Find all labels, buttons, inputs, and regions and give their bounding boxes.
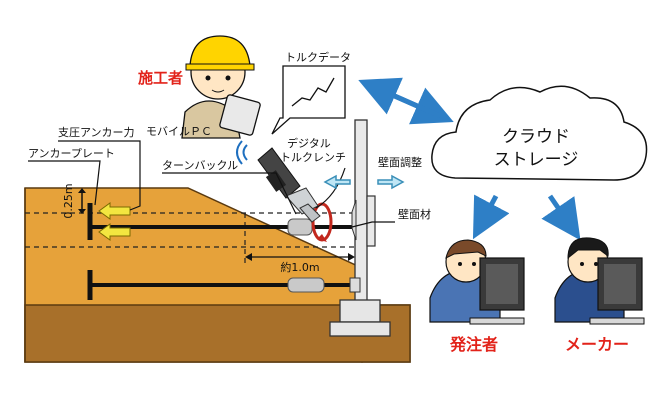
torque-wrench-icon <box>257 147 321 223</box>
torque-wrench-label: トルクレンチ <box>280 151 346 164</box>
contractor-label: 施工者 <box>138 69 183 87</box>
maker-avatar <box>554 237 645 325</box>
dashed-guides <box>25 212 355 265</box>
torque-data-label: トルクデータ <box>285 50 351 64</box>
turnbuckle-rotation-icon <box>311 202 333 242</box>
client-avatar <box>429 239 525 325</box>
wall-adjust-arrows <box>323 174 405 190</box>
anchor-force-arrows <box>98 202 131 241</box>
wall-panel <box>329 119 391 337</box>
wrench-pointer <box>315 167 346 209</box>
turnbuckle-label: ターンバックル <box>162 159 238 172</box>
data-flow-arrows <box>358 77 581 241</box>
cloud-storage <box>431 85 648 181</box>
wall-member-label: 壁面材 <box>398 207 431 221</box>
wifi-signal-icon <box>236 140 248 165</box>
torque-data-bubble: トルクデータ <box>271 50 351 135</box>
depth-dimension: 0.25m <box>62 183 86 219</box>
length-label: 約1.0m <box>280 260 319 274</box>
maker-label: メーカー <box>565 335 629 354</box>
client-label: 発注者 <box>449 335 498 354</box>
depth-label: 0.25m <box>62 183 75 218</box>
construction-worker-avatar <box>181 35 261 139</box>
cloud-label-line1: クラウド <box>502 127 570 147</box>
cloud-label-line2: ストレージ <box>494 150 579 170</box>
leader-lines <box>28 140 395 229</box>
mobile-pc-label: モバイルＰＣ <box>146 125 212 138</box>
anchor-plate-label: アンカープレート <box>28 147 115 160</box>
digital-label: デジタル <box>287 136 331 150</box>
anchor-force-label: 支圧アンカー力 <box>58 126 135 139</box>
anchor-upper <box>87 203 355 240</box>
length-dimension: 約1.0m <box>245 253 355 274</box>
anchor-lower <box>87 270 355 300</box>
wall-adjust-label: 壁面調整 <box>378 155 422 169</box>
